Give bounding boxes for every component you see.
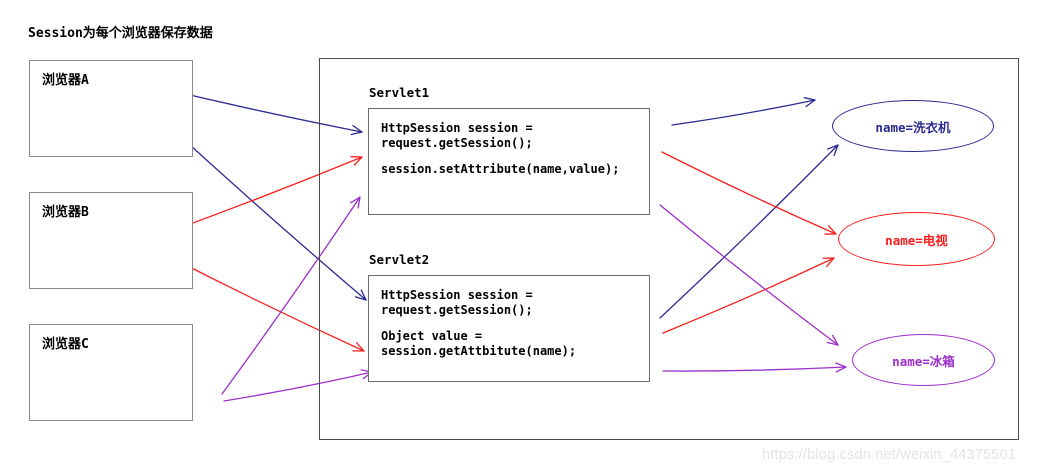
code-line: HttpSession session = <box>381 121 533 135</box>
code-line: Object value = <box>381 329 483 343</box>
page-title: Session为每个浏览器保存数据 <box>28 26 213 41</box>
servlet-title-1: Servlet1 <box>369 85 430 100</box>
browser-box-2: 浏览器B <box>29 192 193 289</box>
servlet-code-box-2: HttpSession session =request.getSession(… <box>368 275 650 382</box>
session-value-label: name=洗衣机 <box>875 119 951 135</box>
code-line: request.getSession(); <box>381 136 533 150</box>
session-value-ellipse-1: name=洗衣机 <box>832 100 994 152</box>
browser-box-1: 浏览器A <box>29 60 193 157</box>
session-value-ellipse-3: name=冰箱 <box>852 334 995 386</box>
code-line: HttpSession session = <box>381 288 533 302</box>
server-container-box <box>319 58 1019 440</box>
servlet-code-box-1: HttpSession session =request.getSession(… <box>368 108 650 215</box>
session-value-ellipse-2: name=电视 <box>838 212 995 266</box>
session-value-label: name=冰箱 <box>892 353 955 369</box>
servlet-code-1: HttpSession session =request.getSession(… <box>381 121 619 177</box>
browser-label: 浏览器C <box>42 337 89 352</box>
watermark: https://blog.csdn.net/weixin_44375501 <box>762 447 1017 463</box>
servlet-title-2: Servlet2 <box>369 252 430 267</box>
code-blank-line <box>381 318 576 329</box>
code-line: session.getAttbitute(name); <box>381 344 577 358</box>
code-line: request.getSession(); <box>381 303 533 317</box>
session-value-label: name=电视 <box>885 232 948 248</box>
code-line: session.setAttribute(name,value); <box>381 162 620 176</box>
browser-label: 浏览器A <box>42 73 89 88</box>
code-blank-line <box>381 151 619 162</box>
browser-label: 浏览器B <box>42 205 89 220</box>
browser-box-3: 浏览器C <box>29 324 193 421</box>
servlet-code-2: HttpSession session =request.getSession(… <box>381 288 576 359</box>
